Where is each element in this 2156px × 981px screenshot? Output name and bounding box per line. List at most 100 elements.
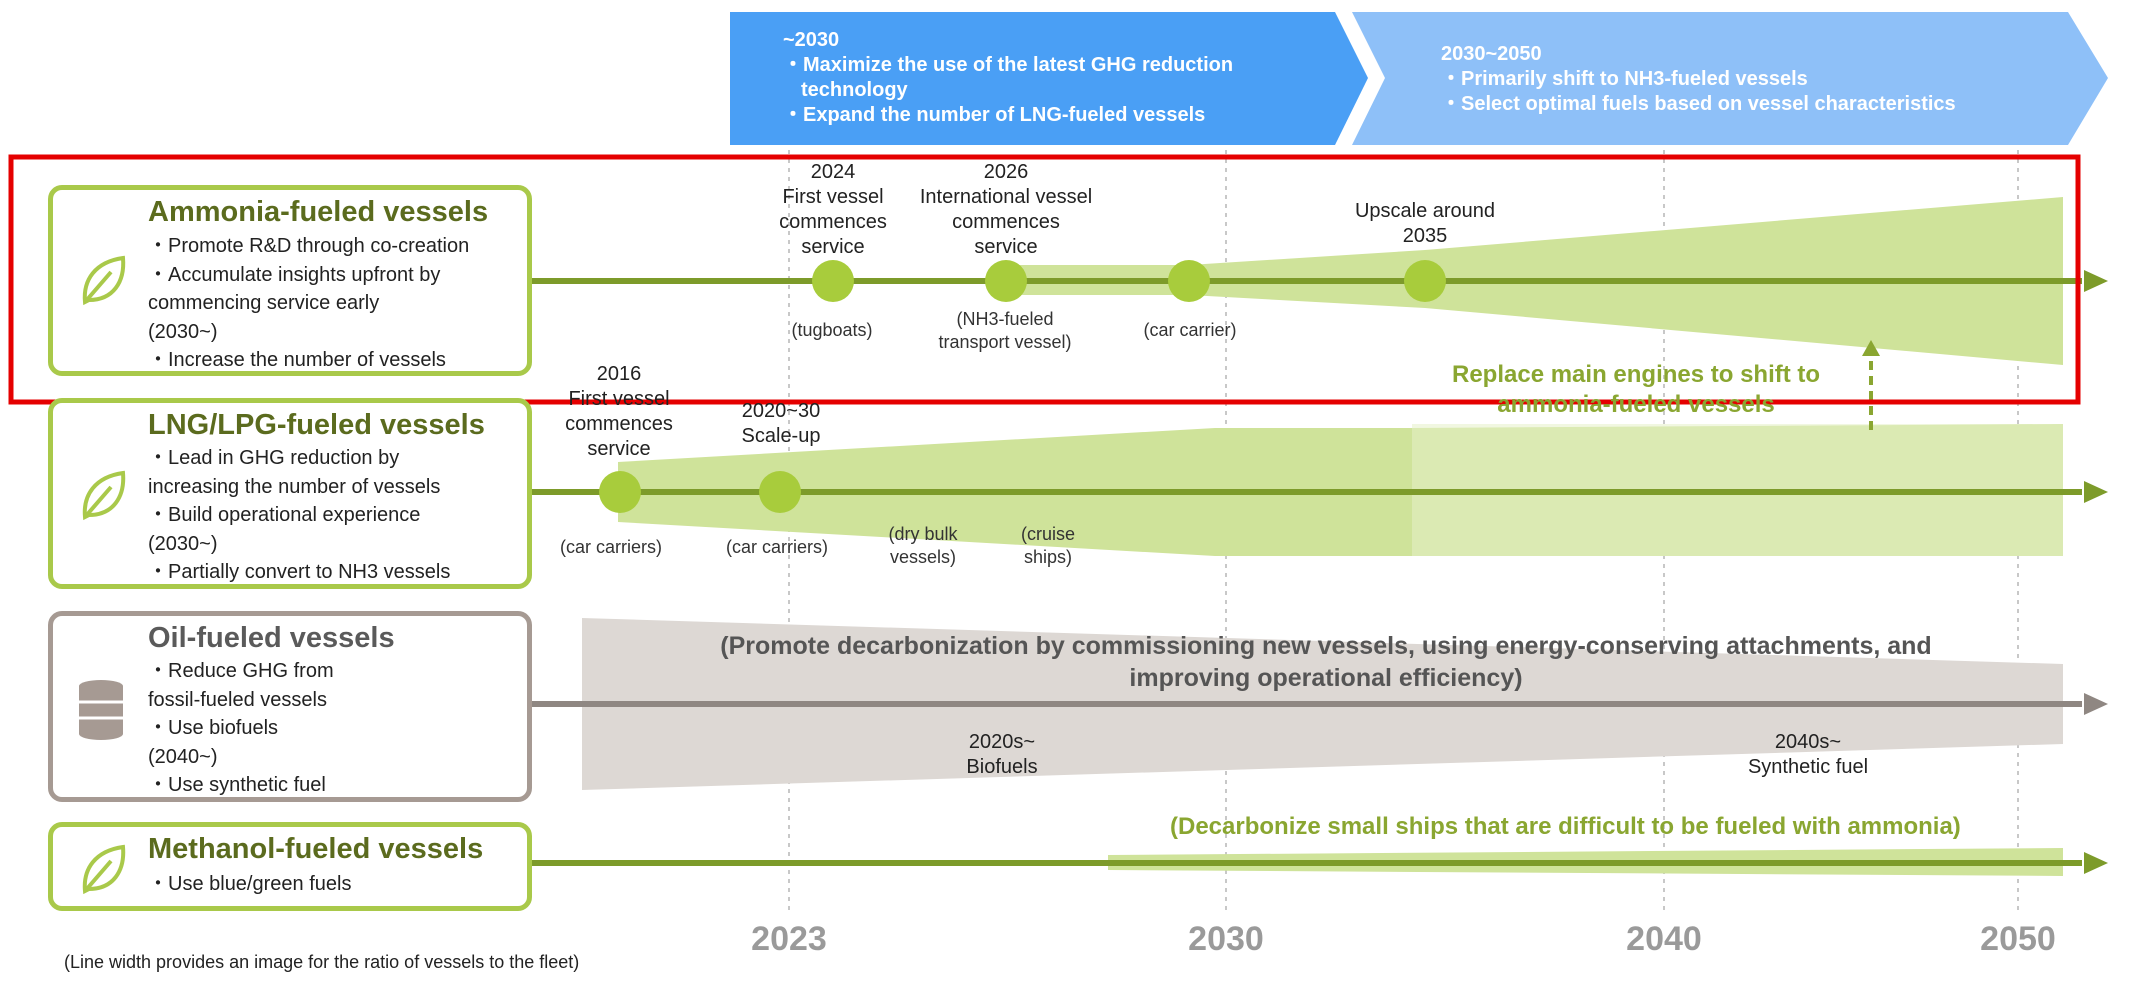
milestone-text: 2024 (810, 161, 856, 183)
ammonia-arrowhead (2084, 270, 2108, 292)
milestone-text: 2035 (1402, 225, 1448, 247)
oil-synthetic-text: Synthetic fuel (1747, 756, 1869, 778)
ammonia-line-text: ・Promote R&D through co-creation (148, 235, 470, 257)
lng-milestone-2016-label: 2016 First vessel commences service (565, 362, 673, 462)
methanol-line-text: ・Use blue/green fuels (148, 873, 352, 895)
ammonia-milestone-2026-label: 2026 International vessel commences serv… (920, 160, 1092, 260)
methanol-description: ・Use blue/green fuels (148, 870, 351, 899)
milestone-text: service (974, 236, 1038, 258)
milestone-text: 2020~30 (741, 400, 821, 422)
lng-milestone-2020-label: 2020~30 Scale-up (742, 399, 821, 449)
lng-line-text: ・Build operational experience (148, 504, 421, 526)
milestone-text: 2026 (983, 161, 1029, 183)
oil-note-text: (Promote decarbonization by commissionin… (720, 632, 1932, 660)
replace-engines-text: Replace main engines to shift to (1452, 361, 1821, 388)
milestone-text: commences (952, 211, 1060, 233)
milestone-text: International vessel (919, 186, 1093, 208)
ammonia-line-text: commencing service early (148, 292, 380, 314)
milestone-sub-text: (NH3-fueled (956, 309, 1054, 329)
milestone-sub-text: (cruise (1020, 524, 1076, 544)
leaf-icon (82, 844, 126, 895)
ammonia-dot-2026 (985, 260, 1027, 302)
replace-engines-arrowhead (1862, 340, 1880, 356)
ammonia-dot-2024 (812, 260, 854, 302)
lng-box: LNG/LPG-fueled vessels ・Lead in GHG redu… (48, 398, 532, 589)
ammonia-description: ・Promote R&D through co-creation ・Accumu… (148, 232, 469, 375)
milestone-sub-text: (dry bulk (888, 524, 958, 544)
lng-title: LNG/LPG-fueled vessels (148, 409, 485, 441)
banner-2030-line: ・Maximize the use of the latest GHG redu… (783, 54, 1234, 76)
ammonia-milestone-2026-sub: (NH3-fueled transport vessel) (938, 308, 1071, 354)
oil-main-note: (Promote decarbonization by commissionin… (720, 630, 1931, 694)
banner-2030-shape (730, 12, 1368, 145)
year-label-2023: 2023 (751, 920, 827, 958)
ammonia-box: Ammonia-fueled vessels ・Promote R&D thro… (48, 185, 532, 376)
oil-line-text: ・Use biofuels (148, 717, 279, 739)
banner-2030-text: ~2030 ・Maximize the use of the latest GH… (783, 28, 1233, 128)
milestone-text: Scale-up (741, 425, 821, 447)
milestone-text: commences (779, 211, 887, 233)
leaf-icon (82, 470, 126, 521)
ammonia-car-carrier-sub: (car carrier) (1143, 320, 1237, 340)
oil-synthetic-label: 2040s~ Synthetic fuel (1748, 730, 1868, 780)
oil-line-text: ・Use synthetic fuel (148, 774, 326, 796)
milestone-text: 2016 (596, 363, 642, 385)
ammonia-milestone-2024-sub: (tugboats) (791, 320, 873, 340)
year-label-2040: 2040 (1626, 920, 1702, 958)
lng-arrowhead (2084, 481, 2108, 503)
oil-biofuels-label: 2020s~ Biofuels (966, 730, 1037, 780)
lng-line-text: (2030~) (148, 532, 218, 555)
milestone-text: service (587, 438, 651, 460)
ammonia-milestone-2035-label: Upscale around 2035 (1355, 199, 1495, 249)
banner-2030-line: ・Expand the number of LNG-fueled vessels (783, 104, 1206, 126)
ammonia-line-text: ・Increase the number of vessels (148, 349, 446, 371)
year-label-2050: 2050 (1980, 920, 2056, 958)
oil-line-text: (2040~) (148, 745, 218, 768)
ammonia-title: Ammonia-fueled vessels (148, 196, 489, 228)
replace-engines-note: Replace main engines to shift to ammonia… (1452, 360, 1820, 420)
milestone-text: First vessel (568, 388, 670, 410)
lng-description: ・Lead in GHG reduction by increasing the… (148, 444, 450, 587)
banner-2050-heading: 2030~2050 (1441, 43, 1542, 65)
methanol-arrowhead (2084, 852, 2108, 874)
milestone-text: commences (565, 413, 673, 435)
oil-barrel-icon (79, 680, 123, 740)
ammonia-line-text: (2030~) (148, 320, 218, 343)
methanol-title: Methanol-fueled vessels (148, 833, 484, 865)
milestone-text: service (801, 236, 865, 258)
milestone-sub-text: ships) (1023, 547, 1073, 567)
banner-2050-shape (1352, 12, 2108, 145)
ammonia-highlight-frame (8, 154, 2081, 405)
milestone-sub-text: transport vessel) (938, 332, 1072, 352)
oil-biofuels-text: Biofuels (966, 756, 1038, 778)
milestone-sub-text: vessels) (889, 547, 956, 567)
oil-title: Oil-fueled vessels (148, 622, 395, 654)
oil-description: ・Reduce GHG from fossil-fueled vessels ・… (148, 657, 334, 800)
lng-dry-bulk-sub: (dry bulk vessels) (888, 523, 957, 569)
ammonia-milestone-2024-label: 2024 First vessel commences service (779, 160, 887, 260)
oil-synthetic-text: 2040s~ (1774, 731, 1842, 753)
oil-note-text: improving operational efficiency) (1129, 664, 1523, 692)
lng-dot-2020 (759, 471, 801, 513)
banner-2030-heading: ~2030 (783, 29, 840, 51)
oil-arrowhead (2084, 693, 2108, 715)
leaf-icon (82, 255, 126, 306)
methanol-box: Methanol-fueled vessels ・Use blue/green … (48, 822, 532, 911)
milestone-text: First vessel (782, 186, 884, 208)
lng-line-text: ・Lead in GHG reduction by (148, 447, 400, 469)
replace-engines-text: ammonia-fueled vessels (1497, 391, 1775, 418)
ammonia-dot-2035 (1404, 260, 1446, 302)
lng-line-text: ・Partially convert to NH3 vessels (148, 561, 451, 583)
methanol-note: (Decarbonize small ships that are diffic… (1170, 813, 1961, 840)
lng-milestone-2016-sub: (car carriers) (560, 537, 662, 557)
oil-biofuels-text: 2020s~ (968, 731, 1036, 753)
banner-2030-line: technology (801, 79, 908, 101)
lng-milestone-2020-sub: (car carriers) (726, 537, 828, 557)
year-label-2030: 2030 (1188, 920, 1264, 958)
banner-2050-line: ・Primarily shift to NH3-fueled vessels (1441, 68, 1808, 90)
lng-cruise-sub: (cruise ships) (1021, 523, 1075, 569)
oil-line-text: ・Reduce GHG from (148, 660, 334, 682)
lng-dot-2016 (599, 471, 641, 513)
